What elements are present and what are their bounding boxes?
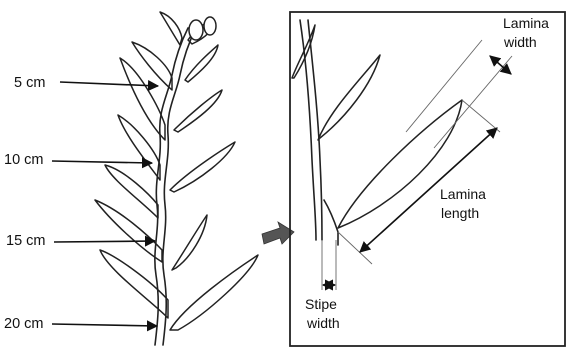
lamina-length-guide: [462, 100, 500, 132]
plant-illustration: [95, 12, 258, 345]
leaf: [185, 45, 218, 82]
leaf: [160, 12, 182, 45]
stipe-outline: [324, 200, 338, 245]
lamina-width-label-line2: width: [503, 34, 537, 50]
lamina-width-arrow: [490, 56, 511, 74]
depth-arrow-10cm: [52, 161, 152, 163]
leaf: [172, 215, 207, 270]
depth-label-20cm: 20 cm: [4, 316, 44, 332]
depth-arrow-20cm: [52, 324, 157, 326]
lamina-width-guide: [434, 56, 512, 148]
apex-bud: [204, 17, 216, 35]
depth-label-15cm: 15 cm: [6, 233, 46, 249]
depth-arrow-15cm: [54, 241, 155, 242]
apex-bud: [189, 20, 203, 40]
leaf: [170, 142, 235, 192]
zoom-illustration: [292, 20, 462, 245]
lamina-length-label-line1: Lamina: [440, 186, 486, 202]
measurement-labels: Lamina width Lamina length Stipe width: [305, 15, 549, 331]
depth-label-group: 5 cm 10 cm 15 cm 20 cm: [4, 75, 158, 332]
depth-label-5cm: 5 cm: [14, 75, 45, 91]
lamina-length-label-line2: length: [441, 205, 479, 221]
leaf: [174, 90, 222, 132]
depth-label-10cm: 10 cm: [4, 152, 44, 168]
stipe-width-label-line2: width: [306, 315, 340, 331]
leaf: [170, 255, 258, 330]
leaf: [318, 55, 380, 140]
stipe-width-label-line1: Stipe: [305, 296, 337, 312]
lamina-length-guide: [338, 232, 372, 264]
lamina-width-label-line1: Lamina: [503, 15, 549, 31]
